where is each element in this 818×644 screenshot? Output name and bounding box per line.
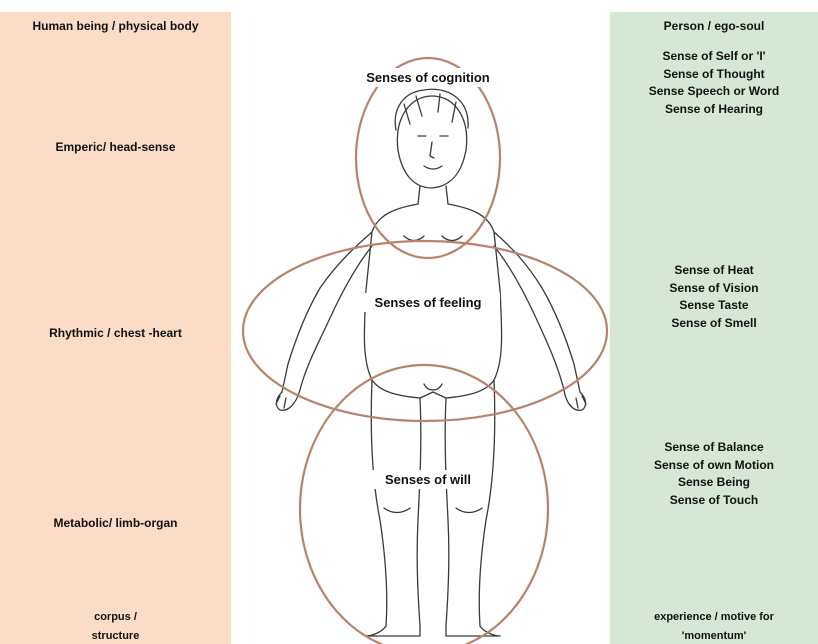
figure-arm-right (494, 232, 580, 392)
label-limb-organ: Metabolic/ limb-organ (0, 515, 231, 533)
sense-taste: Sense Taste (610, 297, 818, 315)
label-senses-feeling: Senses of feeling (356, 293, 500, 312)
figure-pelvis (372, 380, 494, 398)
figure-hand-right (564, 390, 586, 410)
sense-balance: Sense of Balance (610, 439, 818, 457)
ellipse-will (300, 365, 548, 644)
figure-torso-left (364, 204, 418, 380)
cognition-senses-list: Sense of Self or 'I' Sense of Thought Se… (610, 48, 818, 118)
sense-heat: Sense of Heat (610, 262, 818, 280)
figure-leg-right (445, 380, 495, 626)
label-structure: structure (0, 627, 231, 644)
ellipse-feeling (243, 241, 607, 421)
label-senses-will: Senses of will (366, 470, 490, 489)
figure-face (418, 136, 448, 169)
label-experience-motive: experience / motive for (610, 608, 818, 626)
figure-chest (404, 236, 462, 241)
right-header: Person / ego-soul (610, 18, 818, 36)
label-head-sense: Emperic/ head-sense (0, 139, 231, 157)
will-senses-list: Sense of Balance Sense of own Motion Sen… (610, 439, 818, 509)
ellipse-cognition (356, 58, 500, 258)
figure-knees (384, 508, 482, 513)
figure-leg-left (371, 380, 421, 626)
figure-hand-left (276, 390, 300, 410)
feeling-senses-list: Sense of Heat Sense of Vision Sense Tast… (610, 262, 818, 332)
label-corpus: corpus / (0, 608, 231, 626)
sense-speech: Sense Speech or Word (610, 83, 818, 101)
label-senses-cognition: Senses of cognition (344, 68, 512, 87)
sense-hearing: Sense of Hearing (610, 101, 818, 119)
sense-being: Sense Being (610, 474, 818, 492)
figure-torso-right (448, 204, 502, 380)
label-chest-heart: Rhythmic / chest -heart (0, 325, 231, 343)
sense-smell: Sense of Smell (610, 315, 818, 333)
label-momentum: 'momentum' (610, 627, 818, 644)
figure-feet (366, 626, 500, 636)
figure-groin (424, 384, 442, 390)
figure-neck (418, 186, 448, 204)
sense-thought: Sense of Thought (610, 66, 818, 84)
sense-touch: Sense of Touch (610, 492, 818, 510)
sense-vision: Sense of Vision (610, 280, 818, 298)
sense-own-motion: Sense of own Motion (610, 457, 818, 475)
left-header: Human being / physical body (0, 18, 231, 36)
sense-self: Sense of Self or 'I' (610, 48, 818, 66)
